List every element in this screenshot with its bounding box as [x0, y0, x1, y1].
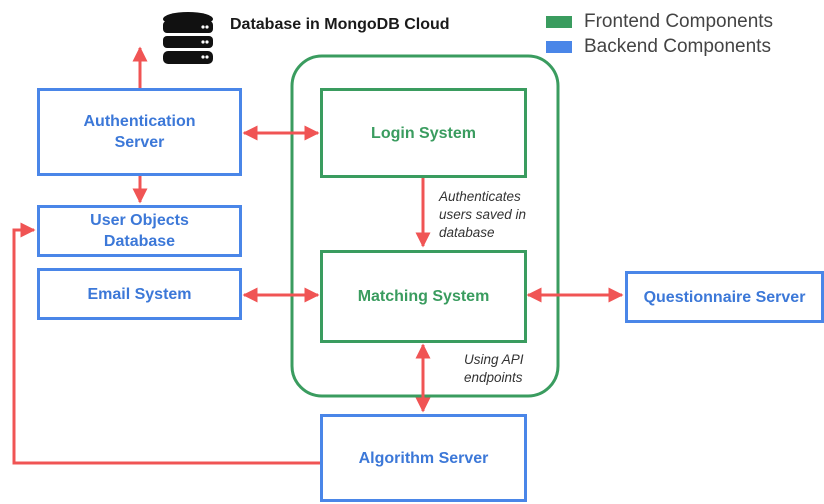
legend-frontend-swatch [546, 16, 572, 28]
api-note-line-2: endpoints [464, 370, 523, 385]
authentication-server-box: Authentication Server [37, 88, 242, 176]
questionnaire-server-label: Questionnaire Server [643, 288, 806, 306]
email-system-box: Email System [37, 268, 242, 320]
database-label: Database in MongoDB Cloud [230, 16, 450, 33]
authentication-server-label: Authentication Server [83, 113, 196, 151]
authenticates-note: Authenticates users saved in database [439, 188, 526, 242]
algorithm-server-label: Algorithm Server [358, 449, 489, 467]
user-objects-database-box: User Objects Database [37, 205, 242, 257]
matching-system-box: Matching System [320, 250, 527, 343]
api-note-line-1: Using API [464, 352, 524, 367]
user-objects-database-label: User Objects Database [90, 212, 189, 250]
database-icon [163, 12, 213, 64]
legend-frontend-label: Frontend Components [584, 11, 774, 32]
legend-frontend: Frontend Components [546, 11, 773, 33]
login-system-box: Login System [320, 88, 527, 178]
authenticates-note-line-2: users saved in [439, 207, 527, 222]
login-system-label: Login System [371, 124, 476, 142]
algorithm-server-box: Algorithm Server [320, 414, 527, 502]
arrow-algorithm-to-userdb [12, 222, 320, 465]
api-note: Using API endpoints [464, 351, 524, 387]
legend-backend-swatch [546, 41, 572, 53]
matching-system-label: Matching System [357, 288, 490, 305]
questionnaire-server-box: Questionnaire Server [625, 271, 824, 323]
authenticates-note-line-3: database [439, 225, 495, 240]
legend-backend-label: Backend Components [584, 36, 771, 57]
email-system-label: Email System [87, 285, 192, 303]
authenticates-note-line-1: Authenticates [439, 189, 521, 204]
legend-backend: Backend Components [546, 36, 771, 58]
